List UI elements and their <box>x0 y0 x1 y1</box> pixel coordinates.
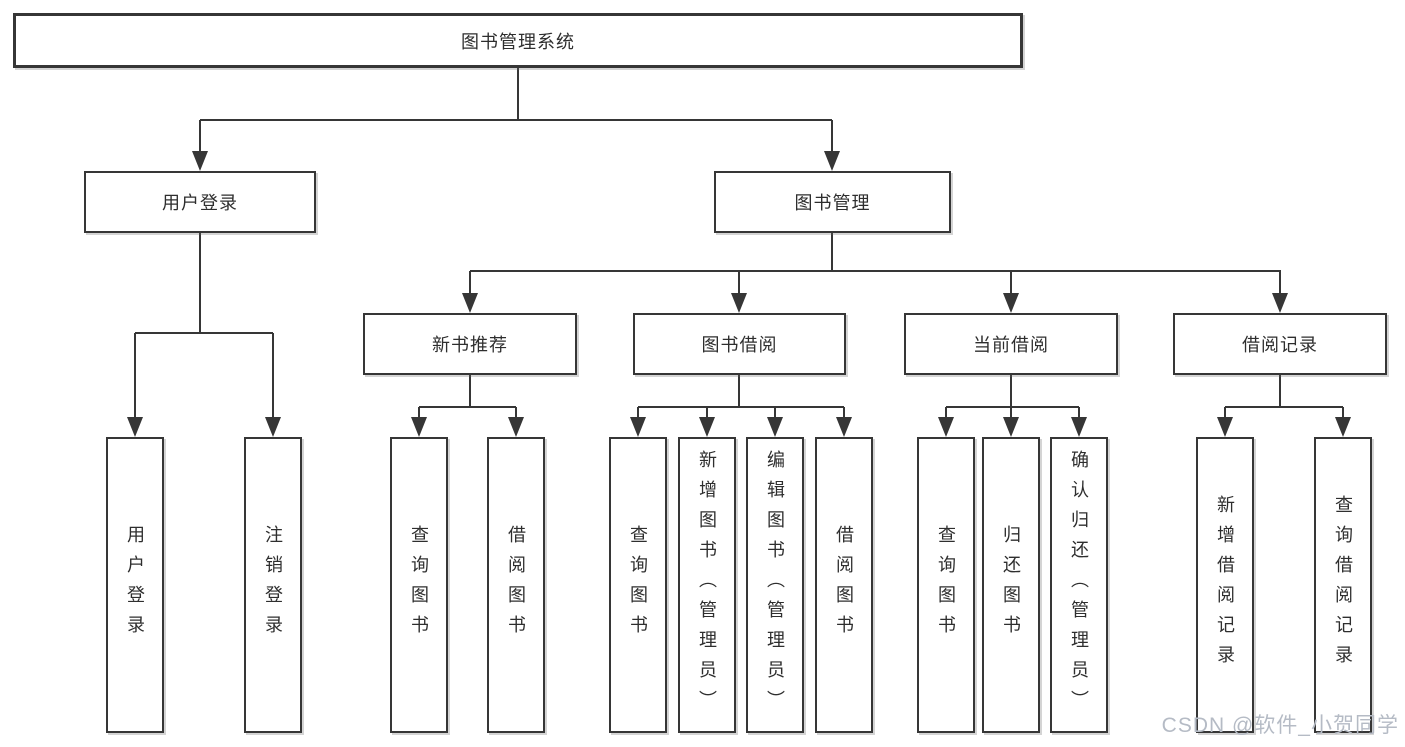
node-book-borrowing-label: 图书借阅 <box>701 335 778 355</box>
connector-borrow-children <box>637 375 845 418</box>
leaf-borrow-books-recommend-label: 借阅图书 <box>506 525 526 645</box>
node-library-system-label: 图书管理系统 <box>461 31 575 52</box>
leaf-return-books-label: 归还图书 <box>1001 525 1021 645</box>
arrowhead-leaf-edit-books <box>767 417 783 437</box>
node-book-management: 图书管理 <box>714 171 951 233</box>
node-user-login: 用户登录 <box>84 171 316 233</box>
arrowhead-book-mgmt <box>824 151 840 171</box>
leaf-add-books-admin: 新增图书（管理员） <box>678 437 736 733</box>
node-current-borrowing: 当前借阅 <box>904 313 1118 375</box>
leaf-user-login-label: 用户登录 <box>125 525 145 645</box>
arrowhead-leaf-query-books-a <box>411 417 427 437</box>
arrowhead-new-book <box>462 293 478 313</box>
connector-new-book-children <box>418 375 517 418</box>
leaf-add-borrow-record: 新增借阅记录 <box>1196 437 1254 733</box>
leaf-borrow-books-label: 借阅图书 <box>834 525 854 645</box>
leaf-logout-label: 注销登录 <box>263 525 283 645</box>
leaf-return-books: 归还图书 <box>982 437 1040 733</box>
node-new-book-recommendation-label: 新书推荐 <box>432 335 508 355</box>
arrowhead-leaf-query-record <box>1335 417 1351 437</box>
arrowhead-current <box>1003 293 1019 313</box>
connector-records-children <box>1224 375 1344 418</box>
csdn-watermark: CSDN @软件_小贺同学 <box>1161 714 1399 737</box>
node-borrowing-records-label: 借阅记录 <box>1242 335 1318 355</box>
leaf-query-books-recommend: 查询图书 <box>390 437 448 733</box>
node-library-system: 图书管理系统 <box>13 13 1023 68</box>
arrowhead-leaf-add-books <box>699 417 715 437</box>
leaf-add-borrow-record-label: 新增借阅记录 <box>1215 495 1235 675</box>
connector-current-children <box>945 375 1080 418</box>
leaf-logout: 注销登录 <box>244 437 302 733</box>
arrowhead-leaf-add-record <box>1217 417 1233 437</box>
leaf-query-borrow-record: 查询借阅记录 <box>1314 437 1372 733</box>
arrowhead-leaf-user-login <box>127 417 143 437</box>
leaf-query-books-current: 查询图书 <box>917 437 975 733</box>
arrowhead-leaf-confirm-return <box>1071 417 1087 437</box>
arrowhead-leaf-logout <box>265 417 281 437</box>
node-user-login-label: 用户登录 <box>162 193 238 213</box>
leaf-query-books-current-label: 查询图书 <box>936 525 956 645</box>
connector-user-login-children <box>134 233 274 418</box>
connector-root-to-level2 <box>199 68 833 152</box>
arrowhead-leaf-query-books-c <box>938 417 954 437</box>
leaf-query-books-borrowing: 查询图书 <box>609 437 667 733</box>
leaf-query-books-borrowing-label: 查询图书 <box>628 525 648 645</box>
leaf-edit-books-admin-label: 编辑图书（管理员） <box>765 450 785 720</box>
leaf-confirm-return-admin-label: 确认归还（管理员） <box>1069 450 1089 720</box>
leaf-query-borrow-record-label: 查询借阅记录 <box>1333 495 1353 675</box>
leaf-add-books-admin-label: 新增图书（管理员） <box>697 450 717 720</box>
leaf-borrow-books: 借阅图书 <box>815 437 873 733</box>
leaf-user-login: 用户登录 <box>106 437 164 733</box>
node-borrowing-records: 借阅记录 <box>1173 313 1387 375</box>
node-new-book-recommendation: 新书推荐 <box>363 313 577 375</box>
leaf-borrow-books-recommend: 借阅图书 <box>487 437 545 733</box>
connector-book-mgmt-children <box>469 233 1281 294</box>
node-book-management-label: 图书管理 <box>794 193 871 213</box>
arrowhead-leaf-return-books <box>1003 417 1019 437</box>
node-current-borrowing-label: 当前借阅 <box>973 335 1049 355</box>
leaf-confirm-return-admin: 确认归还（管理员） <box>1050 437 1108 733</box>
leaf-edit-books-admin: 编辑图书（管理员） <box>746 437 804 733</box>
node-book-borrowing: 图书借阅 <box>633 313 846 375</box>
arrowhead-leaf-query-books-b <box>630 417 646 437</box>
arrowhead-leaf-borrow-books-a <box>508 417 524 437</box>
arrowhead-user-login <box>192 151 208 171</box>
arrowhead-records <box>1272 293 1288 313</box>
leaf-query-books-recommend-label: 查询图书 <box>409 525 429 645</box>
arrowhead-leaf-borrow-books-b <box>836 417 852 437</box>
arrowhead-borrow <box>731 293 747 313</box>
